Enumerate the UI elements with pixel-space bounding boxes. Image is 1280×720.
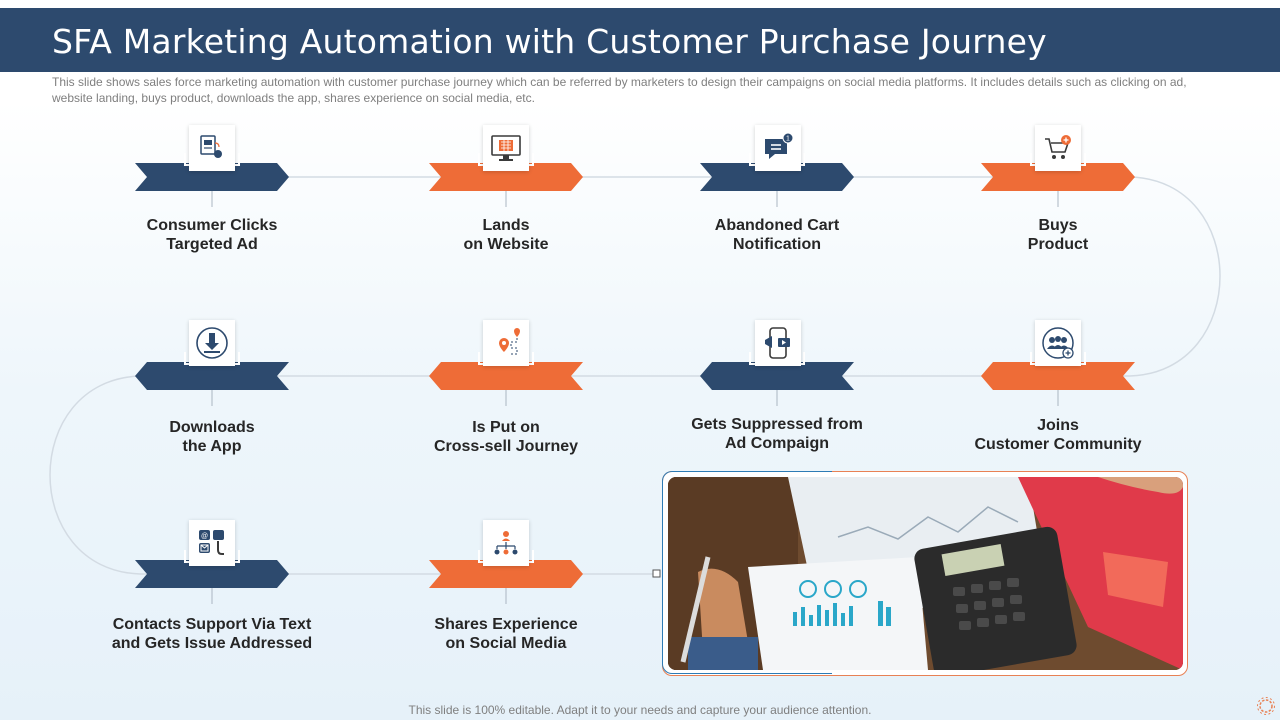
step-downloads-app: Downloads the App [97, 418, 327, 456]
step-lands-on-website: Lands on Website [391, 216, 621, 254]
step-label-line: Targeted Ad [166, 236, 258, 253]
step-label-line: Joins [1037, 417, 1079, 434]
step-label-line: on Social Media [445, 635, 567, 652]
step-abandoned-cart: Abandoned Cart Notification [662, 216, 892, 254]
step-label-line: and Gets Issue Addressed [111, 635, 313, 652]
step-ribbon [981, 163, 1135, 191]
journey-pin-icon [483, 320, 529, 366]
shopping-cart-icon [1035, 125, 1081, 171]
step-suppressed-from-ad: Gets Suppressed from Ad Compaign [662, 415, 892, 453]
svg-text:@: @ [201, 533, 208, 540]
step-ribbon [429, 560, 583, 588]
connector-end-node [652, 569, 661, 578]
footer-note: This slide is 100% editable. Adapt it to… [408, 703, 872, 717]
step-label-line: Lands [482, 217, 530, 234]
photo-frame-accent [662, 471, 832, 674]
step-ribbon [429, 362, 583, 390]
step-label-line: Contacts Support Via Text [112, 616, 312, 633]
step-buys-product: Buys Product [943, 216, 1173, 254]
step-contacts-support: Contacts Support Via Text and Gets Issue… [82, 615, 342, 653]
step-label-line: on Website [463, 236, 549, 253]
step-ribbon [135, 163, 289, 191]
step-ribbon [700, 362, 854, 390]
step-ribbon [135, 362, 289, 390]
step-joins-community: Joins Customer Community [943, 416, 1173, 454]
left-curve-connector [49, 375, 141, 575]
page-title: SFA Marketing Automation with Customer P… [52, 22, 1047, 61]
mobile-ad-icon [755, 320, 801, 366]
ad-click-icon [189, 125, 235, 171]
title-bar: SFA Marketing Automation with Customer P… [0, 8, 1280, 72]
step-cross-sell-journey: Is Put on Cross-sell Journey [391, 418, 621, 456]
step-shares-experience: Shares Experience on Social Media [391, 615, 621, 653]
step-label-line: Abandoned Cart [714, 217, 840, 234]
step-label-line: the App [182, 438, 242, 455]
social-share-icon [483, 520, 529, 566]
step-label-line: Product [1027, 236, 1089, 253]
business-desk-photo [668, 477, 1183, 670]
community-icon [1035, 320, 1081, 366]
step-label-line: Cross-sell Journey [433, 438, 579, 455]
notification-chat-icon: 1 [755, 125, 801, 171]
step-label-line: Consumer Clicks [146, 217, 278, 234]
step-ribbon [429, 163, 583, 191]
download-icon [189, 320, 235, 366]
step-ribbon [135, 560, 289, 588]
step-label-line: Downloads [169, 419, 255, 436]
step-label-line: Notification [733, 236, 821, 253]
svg-text:1: 1 [786, 136, 790, 143]
step-ribbon [700, 163, 854, 191]
gear-icon [1257, 697, 1275, 715]
step-label-line: Shares Experience [434, 616, 578, 633]
step-label-line: Buys [1038, 217, 1078, 234]
step-label-line: Customer Community [974, 436, 1142, 453]
step-consumer-clicks-ad: Consumer Clicks Targeted Ad [97, 216, 327, 254]
step-label-line: Is Put on [472, 419, 540, 436]
step-ribbon [981, 362, 1135, 390]
step-label-line: Gets Suppressed from [691, 416, 863, 433]
slide-description: This slide shows sales force marketing a… [52, 75, 1187, 105]
step-label-line: Ad Compaign [725, 435, 829, 452]
right-curve-connector [1129, 176, 1221, 377]
support-contact-icon: @ [189, 520, 235, 566]
website-monitor-icon [483, 125, 529, 171]
